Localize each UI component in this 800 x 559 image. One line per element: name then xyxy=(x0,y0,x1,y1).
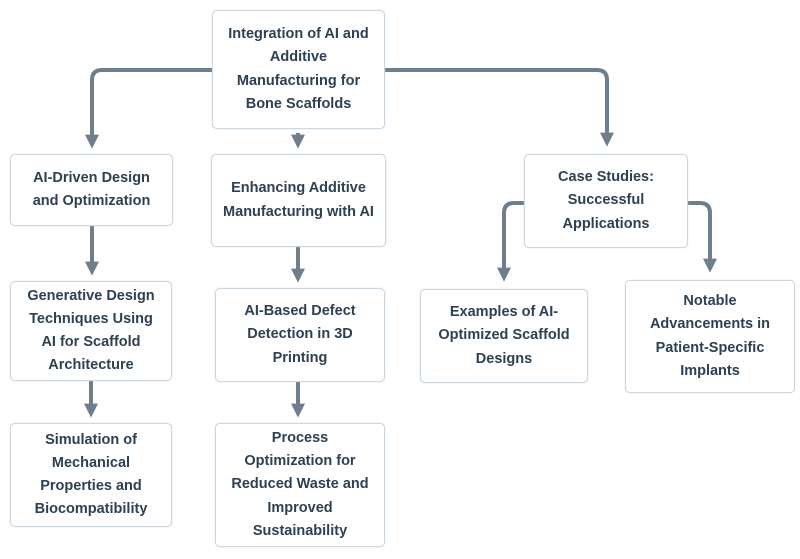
edge-branch3-to-child4 xyxy=(688,201,717,273)
node-label: Case Studies: Successful Applications xyxy=(558,169,654,232)
node-ai-defect-detection: AI-Based Defect Detection in 3D Printing xyxy=(215,288,385,382)
node-label: Examples of AI-Optimized Scaffold Design… xyxy=(438,304,570,367)
edge-root-to-branch3 xyxy=(385,68,614,147)
node-case-studies-applications: Case Studies: Successful Applications xyxy=(524,154,688,248)
node-label: Generative Design Techniques Using AI fo… xyxy=(27,287,155,374)
node-examples-ai-optimized-scaffolds: Examples of AI-Optimized Scaffold Design… xyxy=(420,289,588,383)
edge-branch3-to-child3 xyxy=(497,201,524,282)
node-ai-driven-design-optimization: AI-Driven Design and Optimization xyxy=(10,154,173,226)
node-patient-specific-implants: Notable Advancements in Patient-Specific… xyxy=(625,280,795,393)
node-integration-ai-additive-manufacturing: Integration of AI and Additive Manufactu… xyxy=(212,10,385,129)
node-label: Enhancing Additive Manufacturing with AI xyxy=(223,180,374,220)
node-generative-design-techniques: Generative Design Techniques Using AI fo… xyxy=(10,281,172,381)
node-process-optimization-sustainability: Process Optimization for Reduced Waste a… xyxy=(215,423,385,547)
node-enhancing-additive-manufacturing: Enhancing Additive Manufacturing with AI xyxy=(211,154,386,247)
node-simulation-mechanical-biocompatibility: Simulation of Mechanical Properties and … xyxy=(10,423,172,527)
node-label: Notable Advancements in Patient-Specific… xyxy=(649,293,771,379)
edge-root-to-branch1 xyxy=(85,68,212,149)
node-label: AI-Driven Design and Optimization xyxy=(32,169,151,209)
node-label: Process Optimization for Reduced Waste a… xyxy=(231,430,369,539)
node-label: Simulation of Mechanical Properties and … xyxy=(34,431,148,518)
node-label: AI-Based Defect Detection in 3D Printing xyxy=(244,303,356,366)
node-label: Integration of AI and Additive Manufactu… xyxy=(228,26,369,112)
